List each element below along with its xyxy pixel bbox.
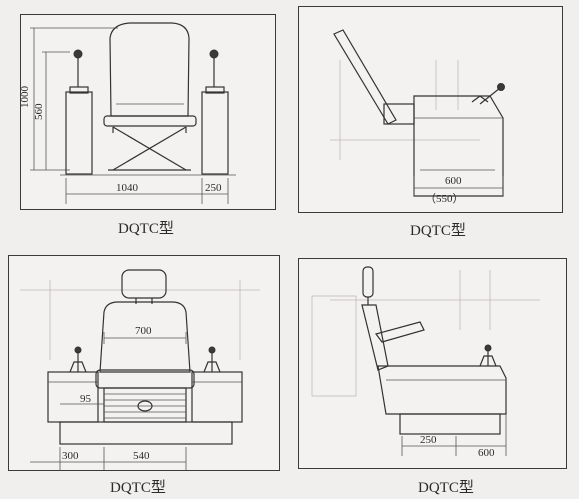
panel-1-caption: DQTC型: [118, 221, 174, 237]
dim-seat-height: 560: [33, 103, 45, 120]
dim-depth-alt: （550）: [425, 192, 464, 205]
panel-4-caption: DQTC型: [418, 480, 474, 496]
dim-step: 250: [420, 434, 437, 446]
dim-armrest-height: 95: [80, 393, 92, 405]
dim-total-height: 1000: [19, 86, 31, 109]
dim-width: 1040: [116, 182, 139, 194]
panel-front-console: [8, 255, 280, 471]
dim-seat-width: 700: [135, 325, 152, 337]
dim-side-depth: 600: [478, 447, 495, 459]
dim-side-width: 250: [205, 182, 222, 194]
panel-2-caption: DQTC型: [410, 223, 466, 239]
panel-side-recline: [298, 6, 563, 213]
dim-side-offset: 300: [62, 450, 79, 462]
panel-3-caption: DQTC型: [110, 480, 166, 496]
dim-base-width: 540: [133, 450, 150, 462]
panel-front-xframe: [20, 14, 276, 210]
dim-depth: 600: [445, 175, 462, 187]
